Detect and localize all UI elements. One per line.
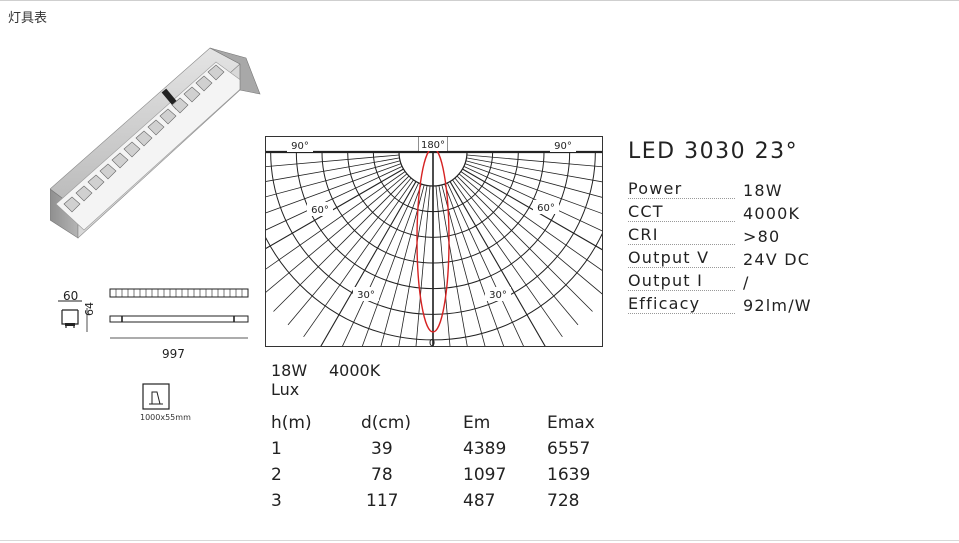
spec-value: 24V DC (743, 250, 811, 269)
cell-em: 4389 (463, 439, 507, 459)
grid-radial (266, 163, 402, 214)
grid-radial (456, 175, 593, 312)
grid-radial (320, 181, 417, 346)
header-em: Em (463, 413, 491, 433)
top-divider (0, 0, 959, 1)
cell-em: 1097 (463, 465, 507, 485)
label-left-30: 30° (357, 290, 375, 301)
bottom-divider (0, 540, 959, 541)
spec-row-cri: CRI >80 (628, 226, 828, 249)
lux-power: 18W (271, 361, 308, 380)
grid-radial (266, 157, 400, 182)
grid-radial (287, 177, 412, 326)
grid-radial (266, 173, 408, 293)
height-dimension: 64 (83, 302, 96, 316)
label-right-60: 60° (537, 203, 555, 214)
grid-radial (464, 163, 602, 214)
lux-unit: Lux (271, 380, 300, 399)
grid-radial (266, 160, 401, 198)
header-height: h(m) (271, 413, 312, 433)
grid-radial (380, 184, 425, 346)
grid-radial (266, 154, 400, 168)
grid-radial (435, 185, 451, 346)
label-left-60: 60° (311, 205, 329, 216)
polar-distribution-chart: 180° 90° 90° 60° 60° 30° 30° 0 (265, 136, 603, 348)
spec-row-output-v: Output V 24V DC (628, 249, 828, 272)
grid-radial (266, 171, 406, 270)
cell-emax: 1639 (547, 465, 591, 485)
spec-label: Power (628, 180, 735, 199)
lux-summary: 18W 4000K Lux (271, 361, 380, 399)
grid-radial (361, 183, 422, 346)
lux-cct: 4000K (329, 361, 381, 380)
spec-label: Output V (628, 249, 735, 268)
label-right-30: 30° (489, 290, 507, 301)
header-emax: Emax (547, 413, 595, 433)
cell-emax: 6557 (547, 439, 591, 459)
cell-d: 78 (371, 465, 393, 485)
grid-radial (398, 185, 428, 346)
cell-h: 1 (271, 439, 282, 459)
spec-label: Efficacy (628, 295, 735, 314)
spec-row-efficacy: Efficacy 92lm/W (628, 295, 828, 318)
polar-grid (266, 137, 602, 346)
grid-radial (273, 175, 410, 312)
spec-value: 4000K (743, 204, 801, 223)
cutout-icon (142, 383, 170, 410)
grid-radial (466, 157, 602, 183)
grid-radial (415, 185, 431, 346)
header-diameter: d(cm) (361, 413, 411, 433)
spec-row-power: Power 18W (628, 180, 828, 203)
grid-radial (441, 184, 486, 346)
grid-radial (458, 173, 602, 295)
page-title: 灯具表 (8, 11, 48, 26)
table-row: 2 78 1097 1639 (271, 462, 617, 488)
spec-value: 18W (743, 181, 783, 200)
spec-row-output-i: Output I / (628, 272, 828, 295)
spec-label: CCT (628, 203, 735, 222)
grid-radial (449, 181, 546, 346)
lux-table: h(m) d(cm) Em Emax 1 39 4389 6557 2 78 1… (271, 410, 617, 514)
spec-label: Output I (628, 272, 735, 291)
spec-label: CRI (628, 226, 735, 245)
cutout-size: 1000x55mm (140, 413, 191, 422)
dimension-drawing (58, 288, 249, 339)
cell-emax: 728 (547, 491, 580, 511)
grid-radial (454, 177, 579, 326)
spec-list: Power 18W CCT 4000K CRI >80 Output V 24V… (628, 180, 828, 318)
grid-radial (438, 185, 468, 346)
spec-row-cct: CCT 4000K (628, 203, 828, 226)
cell-em: 487 (463, 491, 496, 511)
product-title: LED 3030 23° (628, 139, 799, 164)
grid-radial (460, 171, 602, 271)
table-row: 3 117 487 728 (271, 488, 617, 514)
grid-radial (466, 154, 602, 168)
grid-radial (266, 168, 404, 250)
label-left-90: 90° (291, 141, 309, 152)
spec-value: / (743, 273, 750, 292)
label-right-90: 90° (554, 141, 572, 152)
grid-radial (342, 182, 419, 346)
cell-d: 39 (371, 439, 393, 459)
table-header-row: h(m) d(cm) Em Emax (271, 410, 617, 436)
spec-value: 92lm/W (743, 296, 812, 315)
grid-radial (303, 179, 414, 338)
cell-d: 117 (366, 491, 399, 511)
grid-radial (452, 179, 563, 338)
grid-radial (447, 182, 524, 346)
grid-radial (465, 160, 602, 198)
grid-radial (462, 168, 602, 251)
cell-h: 2 (271, 465, 282, 485)
spec-value: >80 (743, 227, 781, 246)
grid-radial (444, 183, 505, 346)
fixture-image (50, 47, 261, 239)
cell-h: 3 (271, 491, 282, 511)
table-row: 1 39 4389 6557 (271, 436, 617, 462)
length-dimension: 997 (162, 347, 185, 361)
label-0: 0 (429, 338, 435, 348)
width-dimension: 60 (63, 289, 79, 303)
label-180: 180° (421, 140, 445, 151)
